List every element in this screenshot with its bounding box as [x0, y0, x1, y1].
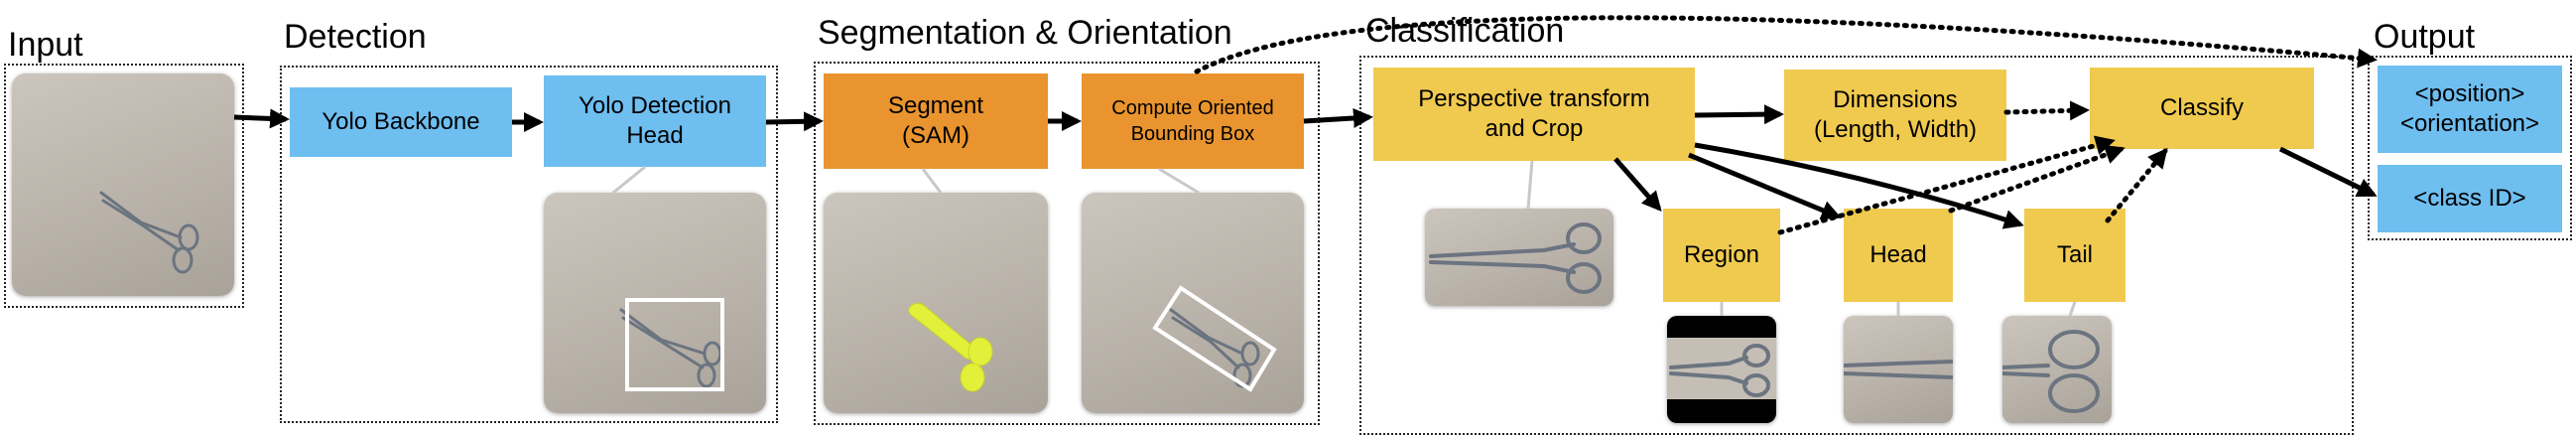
- mask-photo: [824, 193, 1048, 413]
- yolo-backbone-label: Yolo Backbone: [322, 108, 480, 135]
- yolo-backbone-box: Yolo Backbone: [290, 87, 512, 157]
- yolo-head-label-line2: Head: [626, 122, 684, 149]
- forceps-icon: [99, 191, 199, 274]
- input-group: [4, 64, 244, 308]
- head-photo: [1844, 316, 1953, 423]
- tail-box: Tail: [2024, 209, 2125, 302]
- oriented-bbox-box: Compute Oriented Bounding Box: [1082, 73, 1304, 169]
- detection-forceps-icon: [619, 298, 724, 391]
- segmentation-group: [814, 62, 1320, 425]
- head-box: Head: [1844, 209, 1953, 302]
- output-position-line2: <orientation>: [2399, 110, 2540, 137]
- yolo-head-label-line1: Yolo Detection: [579, 92, 731, 119]
- output-class-label: <class ID>: [2413, 185, 2526, 212]
- obb-label-line2: Bounding Box: [1130, 123, 1255, 145]
- output-position-line1: <position>: [2414, 80, 2525, 107]
- dimensions-box: Dimensions (Length, Width): [1784, 70, 2006, 161]
- dimensions-label-line1: Dimensions: [1833, 86, 1958, 113]
- obb-forceps-icon: [1152, 285, 1277, 392]
- classify-box: Classify: [2090, 68, 2314, 149]
- output-class-box: <class ID>: [2378, 165, 2562, 232]
- head-label: Head: [1869, 241, 1927, 268]
- crop-forceps-icon: [1429, 222, 1602, 294]
- tail-forceps-icon: [2002, 330, 2100, 413]
- region-forceps-icon: [1667, 338, 1776, 399]
- detection-title: Detection: [284, 18, 427, 56]
- region-photo: [1667, 316, 1776, 423]
- output-position-box: <position> <orientation>: [2378, 66, 2562, 153]
- input-photo: [12, 73, 234, 296]
- segmentation-title: Segmentation & Orientation: [818, 14, 1232, 52]
- obb-photo: [1082, 193, 1304, 413]
- input-title: Input: [8, 26, 83, 64]
- tail-photo: [2002, 316, 2112, 423]
- region-label: Region: [1683, 241, 1760, 268]
- dimensions-label-line2: (Length, Width): [1813, 116, 1978, 143]
- detection-group: [280, 66, 778, 423]
- classify-label: Classify: [2159, 94, 2244, 121]
- sam-mask-icon: [908, 302, 993, 392]
- perspective-crop-box: Perspective transform and Crop: [1373, 68, 1695, 161]
- tail-label: Tail: [2056, 241, 2093, 268]
- yolo-detection-head-box: Yolo Detection Head: [544, 75, 766, 167]
- perspective-label-line1: Perspective transform: [1418, 85, 1650, 112]
- obb-label-line1: Compute Oriented: [1111, 97, 1274, 119]
- segment-label-line1: Segment: [887, 92, 984, 119]
- bounding-box: [625, 298, 724, 391]
- head-forceps-icon: [1844, 360, 1953, 379]
- oriented-bounding-box: [1152, 285, 1277, 392]
- classification-title: Classification: [1365, 12, 1565, 50]
- perspective-label-line2: and Crop: [1484, 115, 1584, 142]
- output-title: Output: [2374, 18, 2476, 56]
- crop-photo: [1425, 209, 1613, 306]
- region-box: Region: [1663, 209, 1780, 302]
- segment-label-line2: (SAM): [902, 122, 969, 149]
- segment-sam-box: Segment (SAM): [824, 73, 1048, 169]
- detection-photo: [544, 193, 766, 413]
